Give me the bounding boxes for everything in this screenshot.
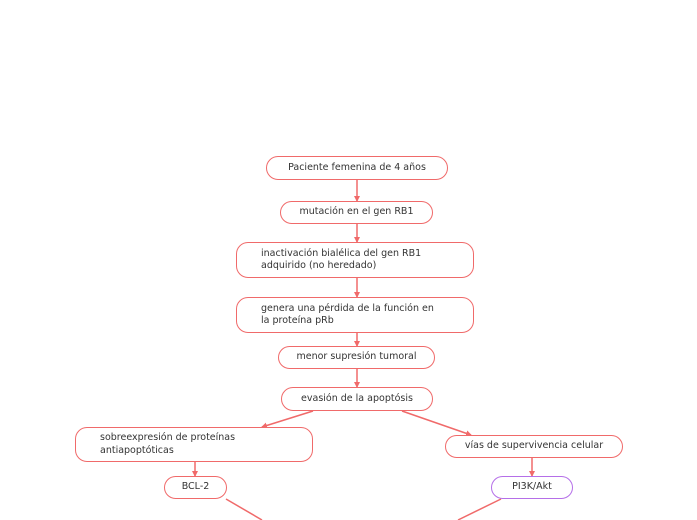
node-mutacion-label: mutación en el gen RB1 (299, 206, 414, 218)
arrow-n6-n7 (261, 410, 314, 429)
arrow-n6-n8 (401, 410, 472, 437)
node-bcl2[interactable]: BCL-2 (164, 476, 227, 499)
node-paciente[interactable]: Paciente femenina de 4 años (266, 156, 448, 180)
node-bcl2-label: BCL-2 (181, 481, 210, 493)
node-pi3k-akt[interactable]: PI3K/Akt (491, 476, 573, 499)
node-inactivacion-label: inactivación bialélica del gen RB1 adqui… (261, 247, 422, 271)
node-vias-supervivencia[interactable]: vías de supervivencia celular (445, 435, 623, 458)
node-sobreexpresion-label: sobreexpresión de proteínas antiapoptóti… (100, 432, 236, 456)
node-evasion-apoptosis[interactable]: evasión de la apoptósis (281, 387, 433, 411)
connector-n10-down (457, 498, 502, 520)
node-supresion-tumoral[interactable]: menor supresión tumoral (278, 346, 435, 369)
node-vias-supervivencia-label: vías de supervivencia celular (464, 440, 604, 452)
node-inactivacion[interactable]: inactivación bialélica del gen RB1 adqui… (236, 242, 474, 278)
node-evasion-apoptosis-label: evasión de la apoptósis (301, 392, 413, 404)
connector-n9-down (225, 498, 263, 520)
node-perdida-funcion[interactable]: genera una pérdida de la función en la p… (236, 297, 474, 333)
node-mutacion[interactable]: mutación en el gen RB1 (280, 201, 433, 224)
node-paciente-label: Paciente femenina de 4 años (288, 161, 426, 173)
node-perdida-funcion-label: genera una pérdida de la función en la p… (261, 302, 434, 326)
node-supresion-tumoral-label: menor supresión tumoral (296, 351, 417, 363)
node-sobreexpresion[interactable]: sobreexpresión de proteínas antiapoptóti… (75, 427, 313, 462)
node-pi3k-akt-label: PI3K/Akt (512, 481, 552, 493)
